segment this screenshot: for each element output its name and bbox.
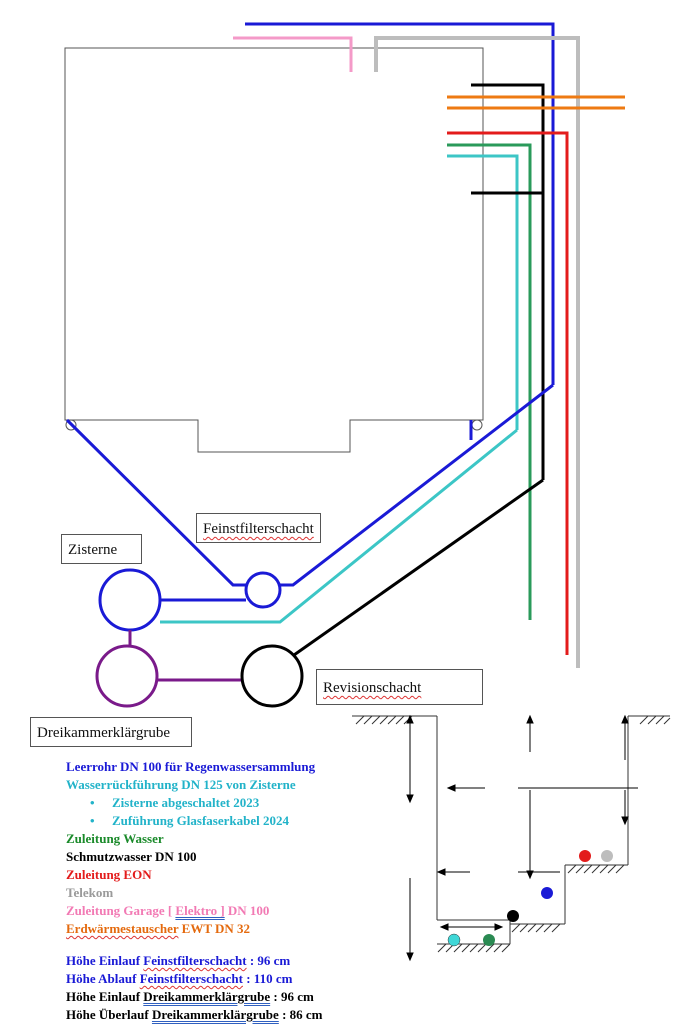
pipe-dot-red — [579, 850, 591, 862]
h3c: : 96 cm — [270, 989, 314, 1004]
legend-leerrohr: Leerrohr DN 100 für Regenwassersammlung — [66, 759, 316, 774]
h1a: Höhe Einlauf — [66, 953, 144, 968]
pipe-blue-diagonal — [280, 383, 554, 587]
legend-telekom: Telekom — [66, 885, 114, 900]
cross-section-arrows — [406, 714, 638, 962]
revisionschacht-tank — [240, 644, 304, 708]
legend-ewt-b: EWT DN 32 — [178, 921, 251, 936]
height-ablauf-feinst: Höhe Ablauf Feinstfilterschacht : 110 cm — [66, 970, 466, 988]
legend-ewt-a: Erdwärmestauscher — [66, 921, 179, 936]
pipe-dot-gray — [601, 850, 613, 862]
label-zisterne-text: Zisterne — [68, 542, 118, 558]
line-pink-top — [233, 36, 353, 72]
feinstfilter-tank — [244, 571, 282, 609]
pipe-cyan-diagonal — [160, 428, 518, 624]
label-revisionschacht-text: Revisionschacht — [323, 680, 422, 696]
dreikammer-tank — [95, 644, 159, 708]
line-gray-top — [374, 36, 580, 668]
h2c: : 110 cm — [242, 971, 293, 986]
h2a: Höhe Ablauf — [66, 971, 140, 986]
legend-garage-c: DN 100 — [224, 903, 270, 918]
label-revisionschacht: Revisionschacht — [316, 669, 483, 705]
h3b: Dreikammerklärgrube — [143, 989, 271, 1004]
h1c: : 96 cm — [246, 953, 291, 968]
legend-garage-a: Zuleitung Garage [ — [66, 903, 176, 918]
h4b: Dreikammerklärgrube — [151, 1007, 279, 1022]
pipe-dot-blue — [541, 887, 553, 899]
line-cyan-right — [447, 154, 519, 430]
height-einlauf-drei: Höhe Einlauf Dreikammerklärgrube : 96 cm — [66, 988, 466, 1006]
legend-schmutzwasser: Schmutzwasser DN 100 — [66, 849, 197, 864]
line-blue-top — [245, 22, 555, 385]
house-outline — [64, 47, 484, 453]
legend-garage: Zuleitung Garage [ Elektro ] DN 100 — [66, 902, 466, 920]
pipe-dot-green — [483, 934, 495, 946]
h2b: Feinstfilterschacht — [139, 971, 243, 986]
legend-rueckfuehrung: Wasserrückführung DN 125 von Zisterne — [66, 777, 296, 792]
house-corner-marker-right — [471, 419, 483, 431]
label-dreikammer: Dreikammerklärgrube — [30, 717, 192, 747]
line-green — [447, 143, 532, 620]
pipe-black-diagonal — [293, 478, 544, 657]
zisterne-tank — [98, 568, 162, 632]
label-zisterne: Zisterne — [61, 534, 142, 564]
legend: Leerrohr DN 100 für Regenwassersammlung … — [66, 758, 466, 1024]
legend-garage-b: Elektro ] — [175, 903, 225, 918]
h1b: Feinstfilterschacht — [143, 953, 247, 968]
line-red — [447, 131, 569, 655]
height-ueberlauf-drei: Höhe Überlauf Dreikammerklärgrube : 86 c… — [66, 1006, 466, 1024]
pipe-blue-left-diagonal — [65, 418, 246, 587]
legend-zisterne-abgeschaltet: Zisterne abgeschaltet 2023 — [90, 794, 466, 812]
legend-ewt: Erdwärmestauscher EWT DN 32 — [66, 920, 466, 938]
h3a: Höhe Einlauf — [66, 989, 144, 1004]
line-black-right — [471, 83, 545, 480]
cross-section — [352, 715, 671, 953]
pipe-dot-black — [507, 910, 519, 922]
pipe-dot-cyan — [447, 933, 461, 947]
label-feinstfilterschacht: Feinstfilterschacht — [196, 513, 321, 543]
label-dreikammer-text: Dreikammerklärgrube — [37, 725, 171, 741]
legend-glasfaser: Zuführung Glasfaserkabel 2024 — [90, 812, 466, 830]
h4c: : 86 cm — [278, 1007, 323, 1022]
legend-eon: Zuleitung EON — [66, 867, 152, 882]
legend-wasser: Zuleitung Wasser — [66, 831, 164, 846]
height-einlauf-feinst: Höhe Einlauf Feinstfilterschacht : 96 cm — [66, 952, 466, 970]
h4a: Höhe Überlauf — [66, 1007, 152, 1022]
label-feinstfilterschacht-text: Feinstfilterschacht — [203, 521, 314, 537]
